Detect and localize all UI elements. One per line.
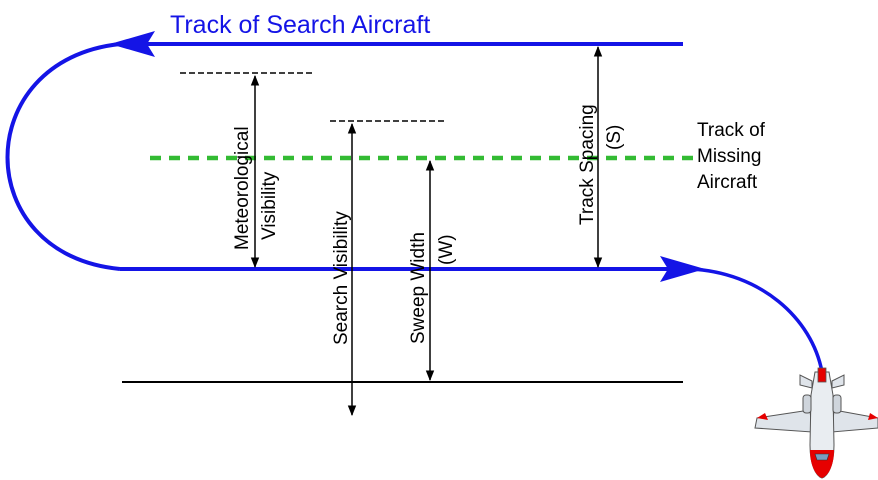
missing-label-line-1: Track of <box>697 120 766 141</box>
sweep-width-label-1: Sweep Width <box>408 232 429 344</box>
search-aircraft-icon <box>755 368 878 478</box>
track-spacing-label-1: Track Spacing <box>577 104 598 225</box>
diagram-title: Track of Search Aircraft <box>170 11 430 39</box>
track-spacing-label-2: (S) <box>604 125 625 150</box>
met-visibility-label-2: Visibility <box>259 171 280 240</box>
met-visibility-label-1: Meteorological <box>232 126 253 250</box>
missing-label-line-3: Aircraft <box>697 172 758 193</box>
procedure-turn <box>8 44 121 269</box>
track-spacing-dimension: Track Spacing (S) <box>577 47 625 267</box>
missing-label-line-2: Missing <box>697 146 761 167</box>
search-visibility-label: Search Visibility <box>331 211 352 345</box>
sweep-width-label-2: (W) <box>436 234 457 265</box>
approach-curve <box>690 269 822 372</box>
meteorological-visibility-dimension: Meteorological Visibility <box>180 73 315 267</box>
missing-track-label: Track of Missing Aircraft <box>697 120 766 193</box>
